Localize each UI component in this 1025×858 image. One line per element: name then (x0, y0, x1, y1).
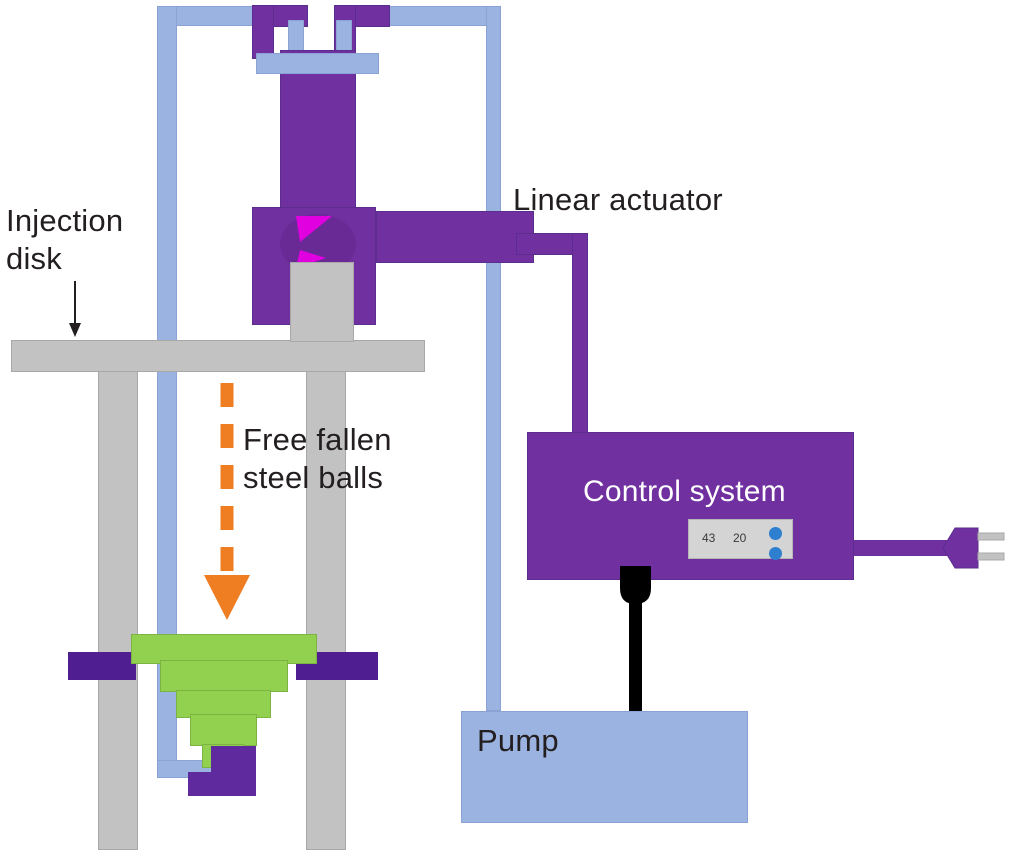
injection-disk-label: Injection disk (6, 203, 124, 276)
injection-disk-plate (11, 340, 425, 372)
panel-button-bottom[interactable] (769, 547, 782, 560)
pipe-right-vertical (486, 6, 501, 711)
specimen-tier-2 (160, 660, 288, 692)
power-cord (854, 540, 964, 556)
pump-label: Pump (477, 723, 559, 758)
linear-actuator-label: Linear actuator (513, 182, 723, 217)
pump-cable-icon (629, 596, 642, 716)
plug-prong-bottom-icon (977, 552, 1005, 561)
pipe-top-right-segment (385, 6, 497, 26)
frame-column-right (306, 365, 346, 850)
linear-actuator-arm (376, 211, 534, 263)
panel-button-top[interactable] (769, 527, 782, 540)
free-fall-arrowhead-icon (204, 575, 250, 620)
cylinder-crossbar (256, 53, 379, 74)
specimen-tier-4 (190, 714, 257, 746)
panel-value-left: 43 (702, 531, 716, 545)
actuator-cylinder-body (280, 50, 356, 210)
free-fallen-steel-balls-label: Free fallen steel balls (243, 422, 392, 495)
panel-value-right: 20 (733, 531, 747, 545)
drain-spout-horizontal (188, 772, 256, 796)
signal-cable-vertical (572, 233, 588, 435)
pump-tank (461, 711, 748, 823)
nozzle-block (290, 262, 354, 342)
specimen-clamp-left (68, 652, 136, 680)
pipe-fitting-left-vertical (252, 5, 274, 59)
frame-column-left (98, 365, 138, 850)
control-system-label: Control system (583, 475, 786, 508)
injection-disk-pointer-head-icon (69, 323, 81, 337)
plug-prong-top-icon (977, 532, 1005, 541)
